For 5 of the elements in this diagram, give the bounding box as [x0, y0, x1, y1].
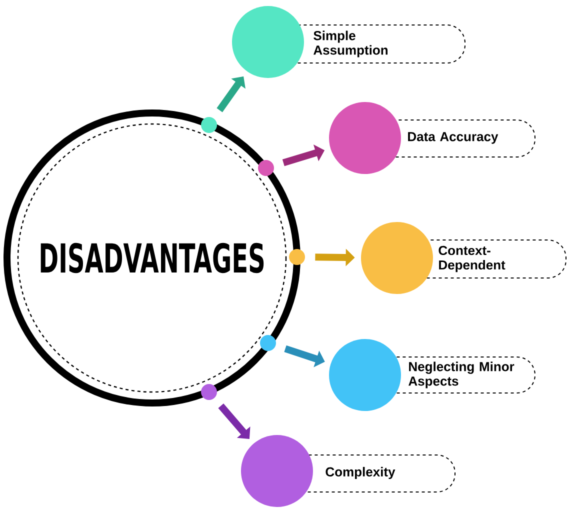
title-text: DISADVANTAGES [40, 242, 264, 274]
ring-dot [289, 249, 305, 265]
ring-dot [258, 160, 274, 176]
ring-dot [201, 384, 217, 400]
arrow [218, 404, 250, 439]
